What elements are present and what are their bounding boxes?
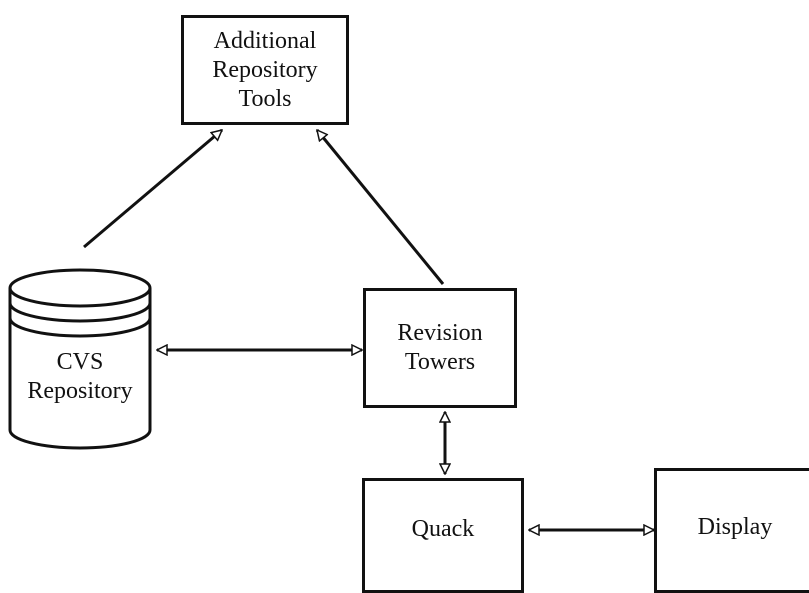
revision-label-line-1: Revision [397, 320, 483, 346]
additional-repository-tools-box: Additional Repository Tools [181, 15, 349, 125]
quack-box: Quack [362, 478, 524, 593]
quack-label: Quack [411, 516, 475, 542]
display-box: Display [654, 468, 809, 593]
cvs-label-line-1: CVS [56, 349, 104, 375]
cvs-repository-cylinder [8, 268, 152, 450]
tools-label-line-3: Tools [238, 85, 292, 112]
arrow-revision-to-tools [315, 130, 445, 285]
display-label: Display [697, 514, 773, 540]
tools-label-line-1: Additional [213, 27, 317, 54]
cvs-repository-label: CVS Repository [10, 348, 150, 406]
tools-label-line-2: Repository [212, 56, 318, 83]
revision-label-line-2: Towers [404, 349, 476, 375]
arrow-cvs-to-tools [83, 128, 222, 249]
cvs-label-line-2: Repository [27, 378, 133, 404]
revision-towers-box: Revision Towers [363, 288, 517, 408]
